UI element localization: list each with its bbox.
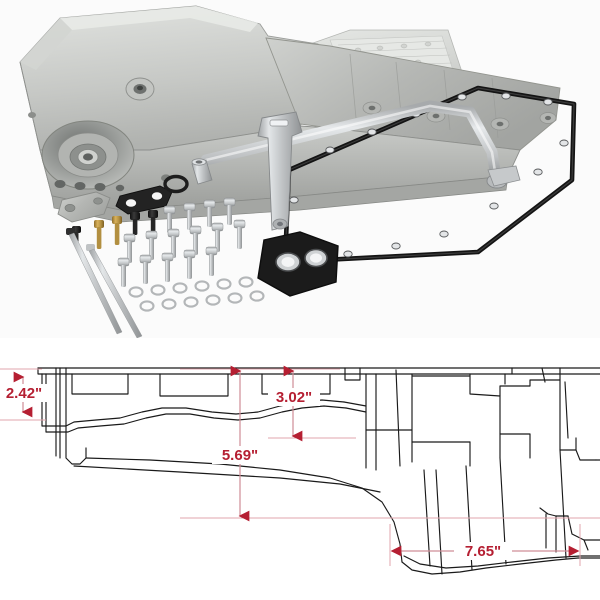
dimension-label-3-02: 3.02" — [276, 389, 312, 406]
drawing-artwork: 2.42" 3.02" 5.69" — [0, 338, 600, 600]
photo-artwork — [19, 5, 577, 338]
hex-bolt-row-b — [123, 219, 246, 263]
dimension-label-7-65: 7.65" — [465, 543, 501, 560]
oil-pan-gasket — [257, 85, 577, 297]
dimension-7-65: 7.65" — [389, 524, 581, 566]
dimension-5-69: 5.69" — [180, 365, 600, 522]
drain-plug-boss — [125, 77, 155, 101]
hardware-fasteners — [66, 197, 265, 338]
hex-bolt-row-c — [117, 246, 218, 287]
pickup-bracket — [57, 191, 111, 223]
gold-bolt-2 — [112, 216, 122, 245]
long-through-bolt-1 — [66, 228, 123, 335]
dimension-label-2-42: 2.42" — [6, 385, 42, 402]
oil-pan-kit-photograph — [0, 0, 600, 338]
fitting-sleeve — [191, 158, 213, 185]
black-bolt-2 — [130, 212, 140, 235]
dimension-3-02: 3.02" — [262, 365, 356, 442]
black-bolt-3 — [148, 210, 158, 233]
oil-pan-side-view-drawing: 2.42" 3.02" 5.69" — [0, 338, 600, 600]
dimension-2-42: 2.42" — [0, 368, 48, 421]
hex-bolt-row-a — [163, 197, 236, 233]
long-through-bolt-2 — [86, 244, 143, 338]
dimension-label-5-69: 5.69" — [222, 447, 258, 464]
o-ring-seal — [163, 174, 189, 194]
gold-bolt-1 — [94, 220, 104, 249]
oil-filter-boss — [41, 120, 135, 190]
pickup-support-bracket — [257, 111, 303, 231]
lower-face-ports — [54, 180, 125, 192]
flat-washers — [128, 276, 265, 312]
oil-pickup-tube — [200, 100, 521, 189]
